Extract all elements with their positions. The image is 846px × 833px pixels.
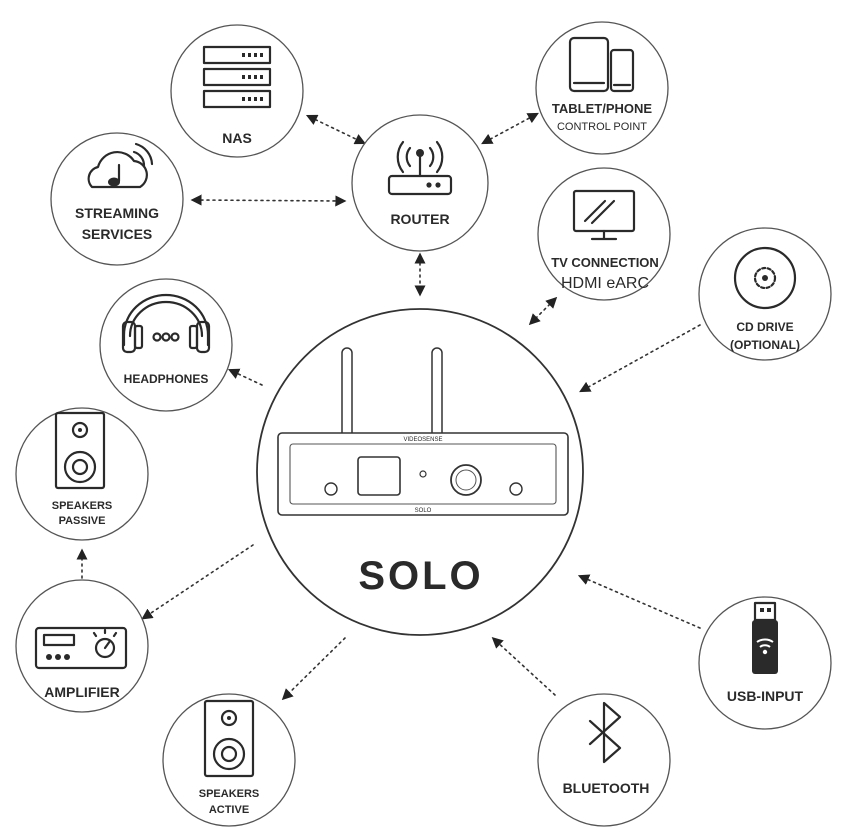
speakers-passive-label-line2: PASSIVE	[59, 515, 106, 527]
tablet-phone-icon	[568, 36, 635, 93]
cd-disc-icon	[733, 246, 797, 310]
usb-label: USB-INPUT	[727, 688, 804, 704]
connections	[76, 112, 701, 701]
node-router: ROUTER	[351, 114, 489, 252]
node-headphones: HEADPHONES	[99, 278, 233, 412]
speakers-active-label-line1: SPEAKERS	[199, 788, 260, 800]
tablet-phone-label: TABLET/PHONE	[552, 101, 652, 116]
device-model-text: SOLO	[415, 508, 432, 514]
streaming-label-line1: STREAMING	[75, 205, 159, 221]
connection-bluetooth-solo	[491, 636, 556, 696]
headphones-icon	[121, 293, 211, 354]
node-cd-drive: CD DRIVE (OPTIONAL)	[698, 227, 832, 361]
tv-sublabel: HDMI eARC	[561, 275, 649, 292]
bluetooth-label: BLUETOOTH	[563, 780, 650, 796]
connection-cd-solo	[579, 324, 701, 393]
amplifier-icon	[34, 626, 128, 670]
node-bluetooth: BLUETOOTH	[537, 693, 671, 827]
node-speakers-passive: SPEAKERS PASSIVE	[15, 407, 149, 541]
node-nas: NAS	[170, 24, 304, 158]
router-icon	[387, 140, 453, 196]
speaker-active-icon	[203, 699, 255, 778]
tablet-phone-sublabel: CONTROL POINT	[557, 121, 647, 133]
solo-device-icon	[277, 432, 569, 516]
node-streaming-services: STREAMING SERVICES	[50, 132, 184, 266]
connection-nas-router	[305, 114, 367, 145]
nas-icon	[202, 45, 272, 109]
node-amplifier: AMPLIFIER	[15, 579, 149, 713]
amplifier-label: AMPLIFIER	[44, 684, 119, 700]
node-tv-connection: TV CONNECTION HDMI eARC	[537, 167, 671, 301]
speakers-active-label-line2: ACTIVE	[209, 804, 249, 816]
connection-streaming-router	[190, 194, 347, 207]
cd-sublabel: (OPTIONAL)	[730, 338, 800, 352]
node-tablet-phone: TABLET/PHONE CONTROL POINT	[535, 21, 669, 155]
antenna-right-icon	[431, 347, 443, 441]
device-brand-text: VIDEOSENSE	[403, 437, 442, 443]
hub-title: SOLO	[358, 554, 483, 598]
connection-tv-solo	[528, 296, 558, 326]
usb-stick-icon	[752, 601, 778, 674]
node-usb-input: USB-INPUT	[698, 596, 832, 730]
connection-router-tablet	[481, 112, 539, 145]
tv-label: TV CONNECTION	[551, 255, 659, 270]
nas-label: NAS	[222, 130, 252, 146]
headphones-label: HEADPHONES	[124, 372, 209, 386]
cd-label: CD DRIVE	[736, 320, 793, 334]
speakers-passive-label-line1: SPEAKERS	[52, 500, 113, 512]
streaming-label-line2: SERVICES	[82, 226, 153, 242]
node-speakers-active: SPEAKERS ACTIVE	[162, 693, 296, 827]
solo-hub: VIDEOSENSE SOLO SOLO	[256, 308, 584, 636]
connection-solo-speakers-active	[281, 637, 346, 701]
antenna-left-icon	[341, 347, 353, 441]
connection-usb-solo	[577, 574, 701, 629]
tv-icon	[572, 189, 636, 241]
router-label: ROUTER	[390, 211, 449, 227]
bluetooth-icon	[588, 701, 622, 764]
cloud-music-icon	[87, 142, 154, 189]
connection-solo-amplifier	[141, 544, 254, 620]
connection-solo-headphones	[227, 368, 263, 386]
speaker-passive-icon	[54, 411, 106, 490]
